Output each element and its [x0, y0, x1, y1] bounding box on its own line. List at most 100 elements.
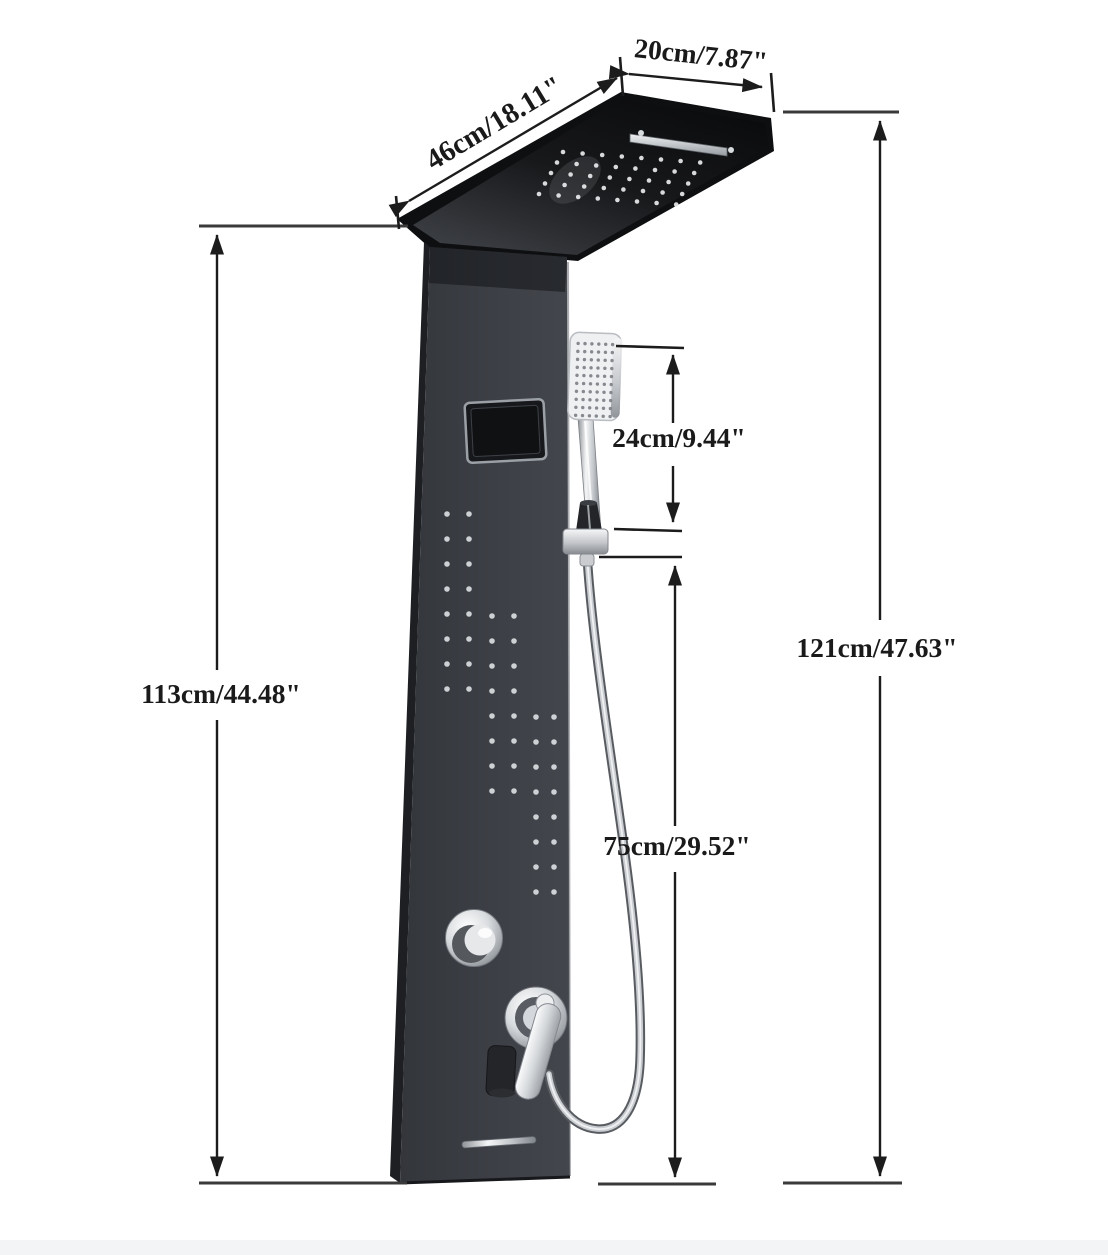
nozzle-dot — [609, 382, 613, 387]
nozzle-dot — [593, 163, 599, 168]
dim-label-hose-section: 75cm/29.52" — [603, 830, 750, 861]
nozzle-dot — [602, 374, 607, 379]
nozzle-dot — [533, 864, 539, 870]
dimension-overall-height: 121cm/47.63" — [796, 120, 958, 1177]
nozzle-dot — [511, 788, 517, 794]
nozzle-dot — [590, 342, 594, 346]
nozzle-dot — [466, 686, 472, 692]
nozzle-dot — [610, 366, 614, 371]
nozzle-dot — [466, 561, 472, 567]
nozzle-dot — [627, 176, 632, 182]
nozzle-dot — [511, 713, 517, 719]
nozzle-dot — [511, 738, 517, 744]
nozzle-dot — [640, 188, 646, 194]
display-screen — [463, 397, 548, 464]
nozzle-dot — [444, 511, 450, 517]
tick-top-width-right — [769, 72, 776, 113]
nozzle-dot — [574, 389, 579, 394]
nozzle-dot — [588, 398, 592, 402]
nozzle-dot — [533, 839, 539, 845]
nozzle-dot — [619, 154, 625, 159]
nozzle-dot — [575, 194, 581, 200]
nozzle-dot — [533, 714, 539, 720]
nozzle-dot — [576, 341, 580, 346]
nozzle-dot — [444, 611, 450, 617]
nozzle-dot — [589, 366, 593, 370]
nozzle-dot — [511, 663, 517, 669]
nozzle-dot — [589, 350, 594, 354]
nozzle-dot — [574, 161, 579, 167]
dimension-hose-section: 75cm/29.52" — [603, 565, 751, 1178]
hand-shower — [562, 331, 623, 567]
nozzle-dot — [551, 839, 557, 845]
nozzle-dot — [609, 390, 613, 395]
nozzle-dot — [621, 187, 626, 192]
dim-label-panel-height: 113cm/44.48" — [141, 678, 301, 709]
nozzle-dot — [551, 889, 557, 895]
nozzle-dot — [533, 814, 539, 820]
nozzle-dot — [604, 342, 608, 347]
nozzle-dot — [444, 686, 450, 692]
dimension-hand-shower: 24cm/9.44" — [612, 354, 746, 523]
nozzle-dot — [551, 714, 557, 720]
nozzle-dot — [582, 357, 587, 362]
nozzle-dot — [697, 160, 703, 165]
nozzle-dot — [583, 349, 587, 354]
nozzle-dot — [595, 382, 600, 386]
nozzle-dot — [602, 382, 607, 387]
hand-shower-head — [567, 331, 623, 422]
hand-shower-nozzles — [573, 341, 615, 419]
nozzle-dot — [610, 342, 615, 347]
nozzle-dot — [603, 366, 607, 371]
nozzle-dot — [595, 196, 601, 201]
nozzle-dot — [466, 636, 472, 642]
nozzle-dot — [533, 764, 539, 770]
nozzle-dot — [666, 179, 671, 185]
nozzle-dot — [634, 199, 640, 204]
nozzle-dot — [581, 397, 585, 402]
nozzle-dot — [489, 788, 495, 794]
nozzle-dot — [466, 611, 472, 617]
nozzle-dot — [489, 738, 495, 744]
nozzle-dot — [594, 406, 599, 410]
nozzle-dot — [646, 178, 652, 183]
nozzle-dot — [575, 381, 579, 386]
nozzle-dot — [489, 763, 495, 769]
nozzle-dot — [466, 536, 472, 542]
nozzle-dot — [581, 405, 585, 410]
tick-hand-shower-top — [615, 344, 685, 350]
nozzle-dot — [580, 151, 585, 156]
nozzle-dot — [601, 414, 605, 419]
column-top-shadow — [429, 247, 567, 292]
nozzle-dot — [607, 175, 613, 180]
nozzle-dot — [672, 169, 677, 174]
body-jets — [444, 511, 557, 895]
nozzle-dot — [511, 613, 517, 619]
nozzle-dot — [489, 663, 495, 669]
nozzle-dot — [533, 789, 539, 795]
nozzle-dot — [608, 398, 613, 403]
nozzle-dot — [533, 889, 539, 895]
dim-label-hand-shower: 24cm/9.44" — [612, 422, 746, 453]
nozzle-dot — [595, 390, 599, 394]
nozzle-dot — [575, 357, 580, 362]
nozzle-dot — [444, 586, 450, 592]
nozzle-dot — [582, 365, 586, 370]
nozzle-dot — [489, 613, 495, 619]
nozzle-dot — [551, 739, 557, 745]
nozzle-dot — [587, 406, 592, 410]
nozzle-dot — [587, 414, 592, 418]
nozzle-dot — [589, 374, 593, 378]
nozzle-dot — [660, 190, 665, 195]
nozzle-dot — [595, 398, 599, 402]
nozzle-dot — [613, 164, 619, 170]
nozzle-dot — [603, 350, 608, 355]
nozzle-dot — [556, 193, 561, 198]
nozzle-dot — [568, 172, 573, 177]
nozzle-dot — [574, 405, 578, 410]
diverter-knob — [445, 909, 503, 967]
holder-cone — [576, 500, 602, 531]
tick-hand-shower-bottom — [613, 527, 683, 533]
nozzle-dot — [560, 149, 566, 155]
